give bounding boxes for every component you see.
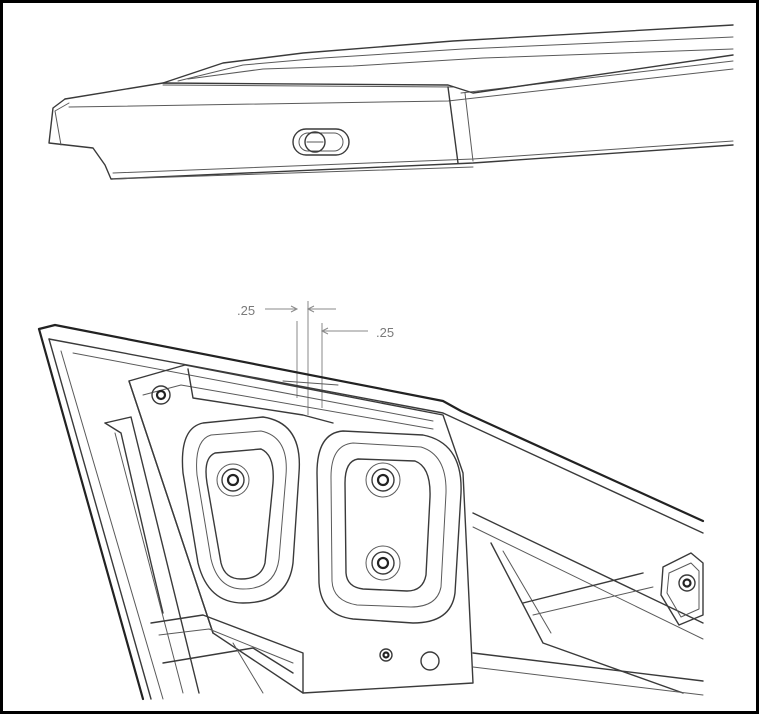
small-hole [420, 651, 440, 671]
right-mounting-boss [316, 430, 462, 624]
dimension-callouts: .25 .25 [237, 301, 394, 415]
side-profile-view [48, 24, 734, 180]
housing-interior-view [37, 323, 705, 701]
bracket-plate [128, 364, 474, 694]
slot-detail [292, 128, 350, 156]
right-fastener [660, 552, 704, 626]
left-mounting-boss [181, 416, 301, 604]
dimension-label-right: .25 [376, 325, 394, 340]
dimension-label-left: .25 [237, 303, 255, 318]
technical-drawing: .25 .25 [37, 24, 734, 701]
small-hole [379, 648, 393, 662]
